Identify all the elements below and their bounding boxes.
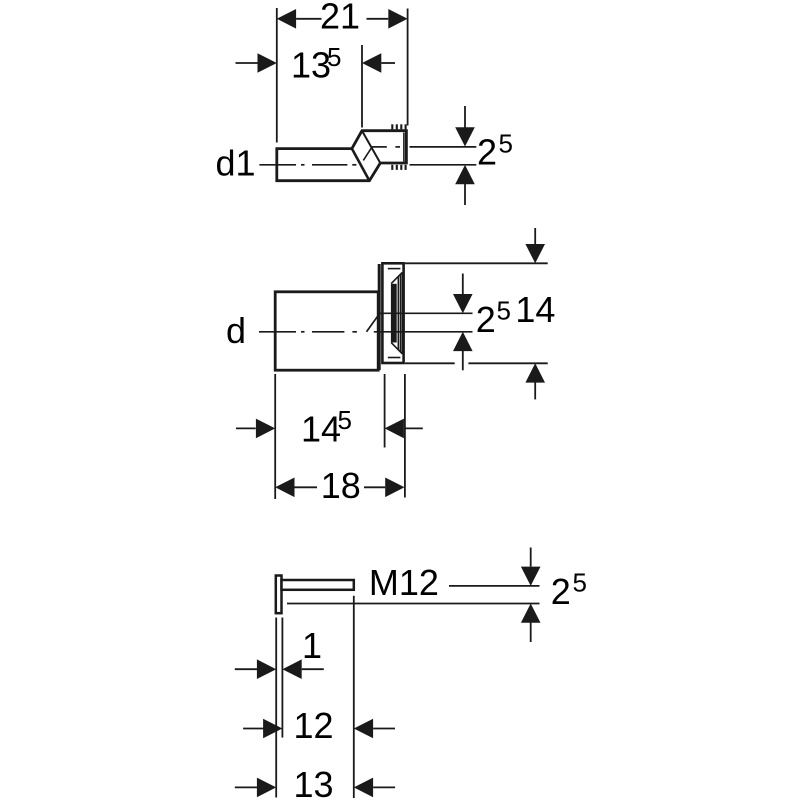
svg-text:5: 5 — [497, 296, 511, 326]
svg-text:5: 5 — [338, 405, 352, 435]
svg-text:2: 2 — [551, 571, 571, 612]
svg-text:2: 2 — [476, 299, 496, 340]
svg-text:21: 21 — [320, 0, 360, 36]
svg-text:12: 12 — [294, 705, 334, 746]
svg-text:M12: M12 — [369, 562, 439, 603]
svg-text:5: 5 — [499, 128, 513, 158]
svg-text:d1: d1 — [216, 143, 256, 184]
svg-text:18: 18 — [321, 465, 361, 506]
svg-text:13: 13 — [294, 764, 334, 800]
svg-text:14: 14 — [301, 408, 341, 449]
svg-text:2: 2 — [477, 132, 497, 173]
svg-text:1: 1 — [302, 625, 322, 666]
svg-text:13: 13 — [291, 44, 331, 85]
svg-text:14: 14 — [515, 289, 555, 330]
svg-text:5: 5 — [327, 42, 341, 72]
svg-text:d: d — [226, 310, 246, 351]
svg-text:5: 5 — [573, 568, 587, 598]
